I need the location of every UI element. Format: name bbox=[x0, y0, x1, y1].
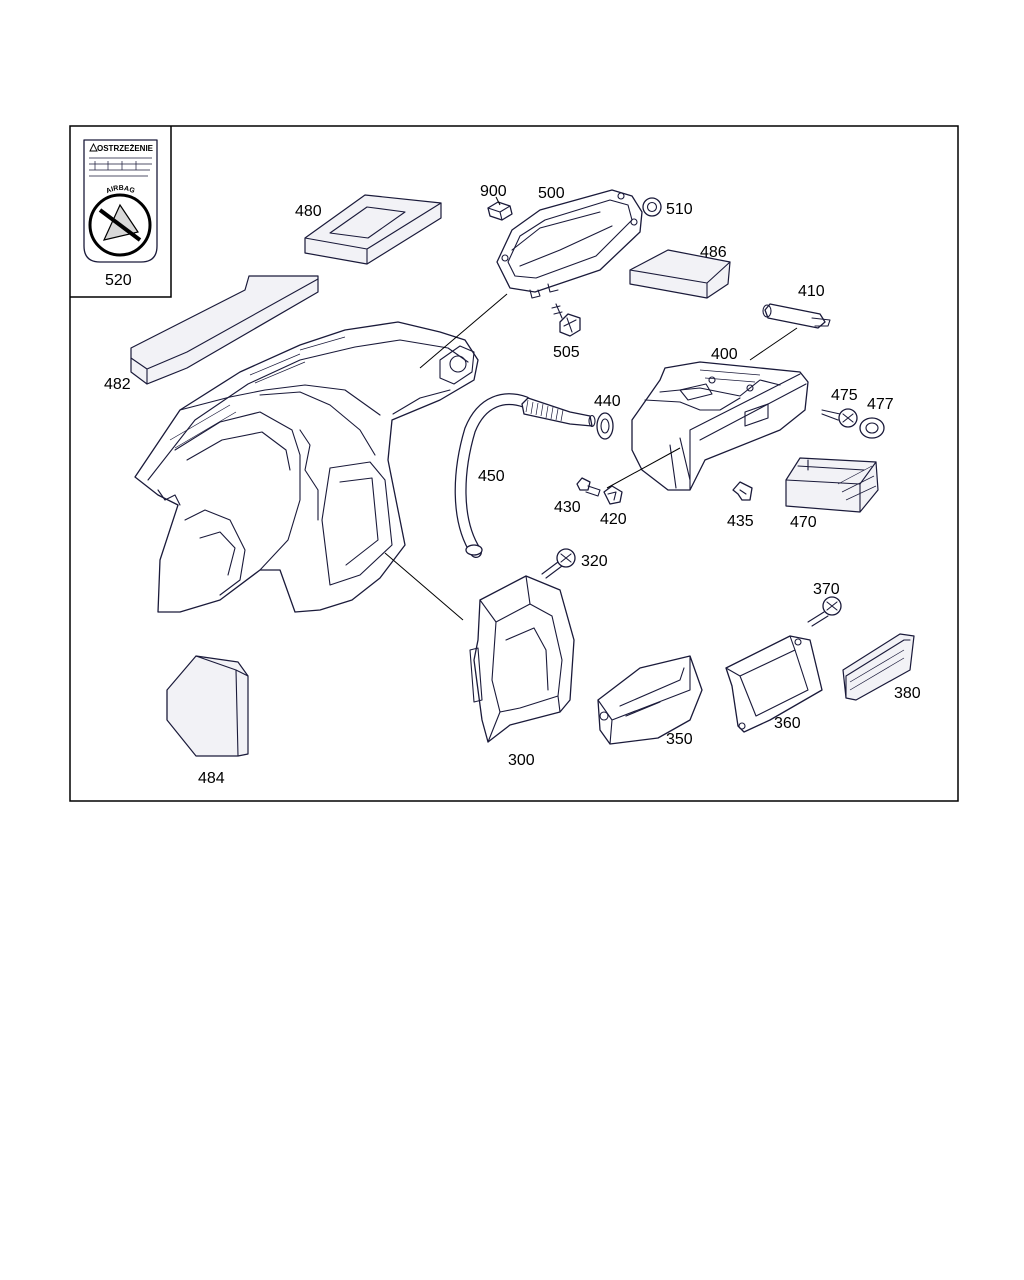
part-470 bbox=[785, 457, 879, 513]
part-dashboard-carrier bbox=[134, 321, 479, 613]
part-435 bbox=[732, 481, 753, 501]
part-label-505: 505 bbox=[553, 344, 580, 361]
part-450 bbox=[454, 393, 596, 558]
part-label-350: 350 bbox=[666, 731, 693, 748]
leader-400 bbox=[749, 327, 798, 361]
part-486 bbox=[629, 249, 731, 299]
part-label-482: 482 bbox=[104, 376, 131, 393]
part-label-500: 500 bbox=[538, 185, 565, 202]
part-label-400: 400 bbox=[711, 346, 738, 363]
part-360 bbox=[725, 635, 823, 733]
part-label-477: 477 bbox=[867, 396, 894, 413]
part-label-900: 900 bbox=[480, 183, 507, 200]
part-label-430: 430 bbox=[554, 499, 581, 516]
part-label-475: 475 bbox=[831, 387, 858, 404]
part-label-450: 450 bbox=[478, 468, 505, 485]
part-484 bbox=[166, 655, 249, 757]
leader-400-mount bbox=[606, 447, 681, 489]
part-label-410: 410 bbox=[798, 283, 825, 300]
airbag-badge-text: AIRBAG bbox=[105, 185, 136, 195]
part-510 bbox=[642, 197, 662, 217]
leader-300 bbox=[384, 552, 464, 621]
part-label-484: 484 bbox=[198, 770, 225, 787]
part-370 bbox=[807, 596, 842, 627]
part-420 bbox=[603, 485, 623, 505]
part-label-435: 435 bbox=[727, 513, 754, 530]
part-440 bbox=[596, 412, 614, 440]
part-label-320: 320 bbox=[581, 553, 608, 570]
part-475 bbox=[821, 408, 858, 428]
part-label-300: 300 bbox=[508, 752, 535, 769]
part-label-380: 380 bbox=[894, 685, 921, 702]
diagram-frame bbox=[69, 125, 959, 802]
part-label-360: 360 bbox=[774, 715, 801, 732]
part-410 bbox=[762, 303, 831, 329]
part-label-510: 510 bbox=[666, 201, 693, 218]
warning-triangle-icon bbox=[89, 142, 98, 152]
inset-frame-520 bbox=[70, 126, 172, 298]
part-350 bbox=[597, 655, 703, 745]
part-label-420: 420 bbox=[600, 511, 627, 528]
part-477 bbox=[859, 417, 885, 439]
part-430 bbox=[576, 477, 601, 497]
part-label-486: 486 bbox=[700, 244, 727, 261]
warning-label-title: OSTRZEŻENIE bbox=[97, 144, 154, 153]
part-380 bbox=[842, 633, 915, 701]
part-label-520: 520 bbox=[105, 272, 132, 289]
part-320 bbox=[541, 548, 576, 579]
leader-900 bbox=[495, 196, 501, 206]
part-505 bbox=[551, 303, 581, 337]
leader-500 bbox=[419, 293, 508, 369]
part-labels: 520 480 900 500 510 486 410 482 505 400 … bbox=[104, 183, 921, 787]
part-900 bbox=[487, 201, 513, 221]
part-500 bbox=[496, 189, 643, 299]
part-label-480: 480 bbox=[295, 203, 322, 220]
part-label-370: 370 bbox=[813, 581, 840, 598]
part-label-440: 440 bbox=[594, 393, 621, 410]
part-400 bbox=[631, 361, 809, 491]
part-482 bbox=[130, 275, 319, 385]
part-300 bbox=[469, 575, 575, 743]
warning-label-520: OSTRZEŻENIE AIRBAG bbox=[83, 139, 158, 263]
part-480 bbox=[304, 194, 442, 265]
part-label-470: 470 bbox=[790, 514, 817, 531]
